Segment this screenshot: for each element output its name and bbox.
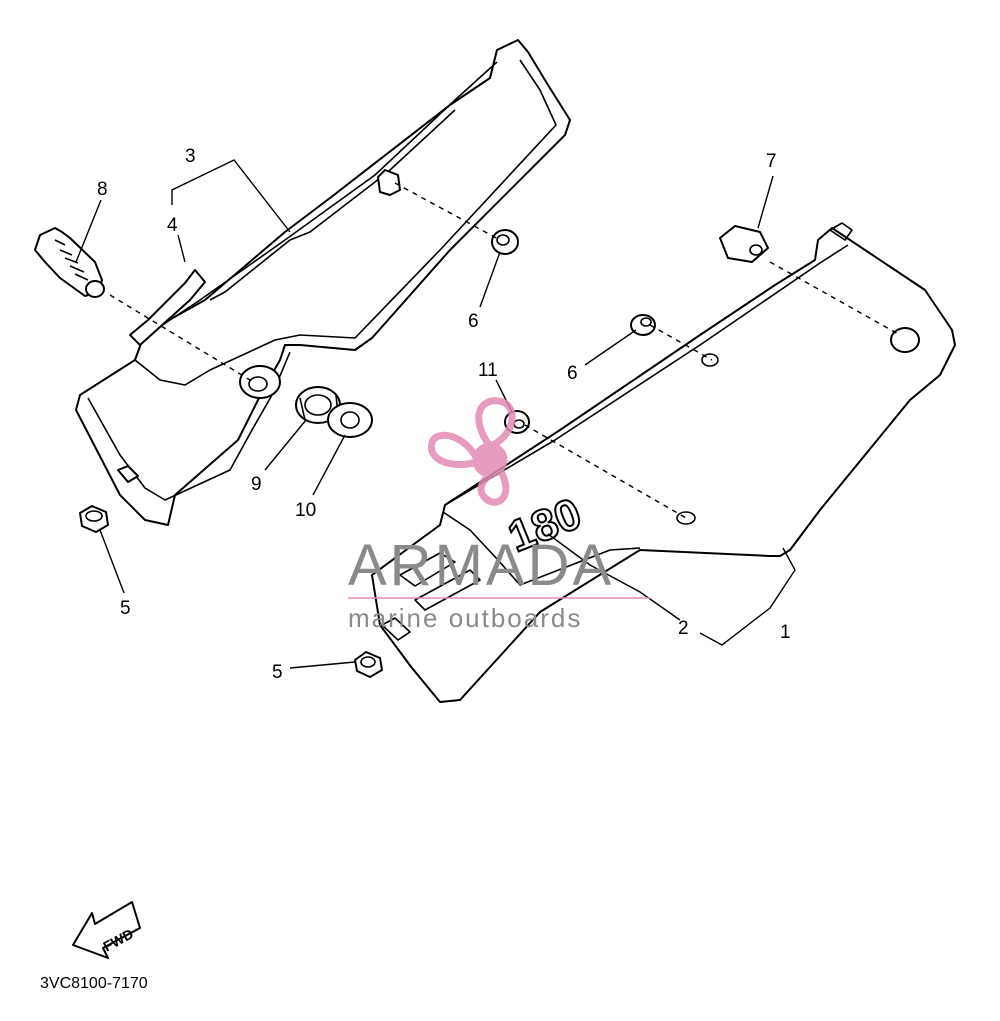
callout-3: 3 (185, 146, 196, 167)
watermark-brand: ARMADA (348, 533, 614, 598)
callout-2: 2 (678, 618, 689, 639)
propeller-logo (427, 397, 516, 506)
left-side-cover (75, 39, 571, 526)
callout-5-right: 5 (272, 662, 283, 683)
grommet-6-lower (630, 314, 656, 336)
fwd-arrow-icon: FWD (72, 901, 141, 959)
right-side-cover (371, 222, 956, 703)
callout-6-upper: 6 (468, 311, 479, 332)
callout-6-lower: 6 (567, 363, 578, 384)
clip-7 (719, 225, 769, 263)
grommet-6-upper (491, 229, 519, 255)
damper-5-right (354, 651, 383, 678)
key-lock (34, 227, 105, 298)
damper-5-left (79, 505, 109, 533)
leader-lines (75, 159, 796, 669)
washer-10 (327, 402, 373, 438)
assembly-lines (109, 182, 901, 519)
callout-4: 4 (167, 215, 178, 236)
callout-5-left: 5 (120, 598, 131, 619)
callout-1: 1 (780, 622, 791, 643)
callout-11: 11 (478, 360, 498, 381)
callouts: 1 2 3 4 5 5 6 6 7 8 9 10 11 (97, 146, 791, 683)
callout-9: 9 (251, 474, 262, 495)
part-code: 3VC8100-7170 (40, 975, 148, 992)
watermark-tagline: marine outboards (348, 603, 582, 633)
callout-8: 8 (97, 179, 108, 200)
callout-10: 10 (295, 500, 316, 521)
callout-7: 7 (766, 151, 777, 172)
watermark: ARMADA marine outboards (348, 397, 650, 633)
